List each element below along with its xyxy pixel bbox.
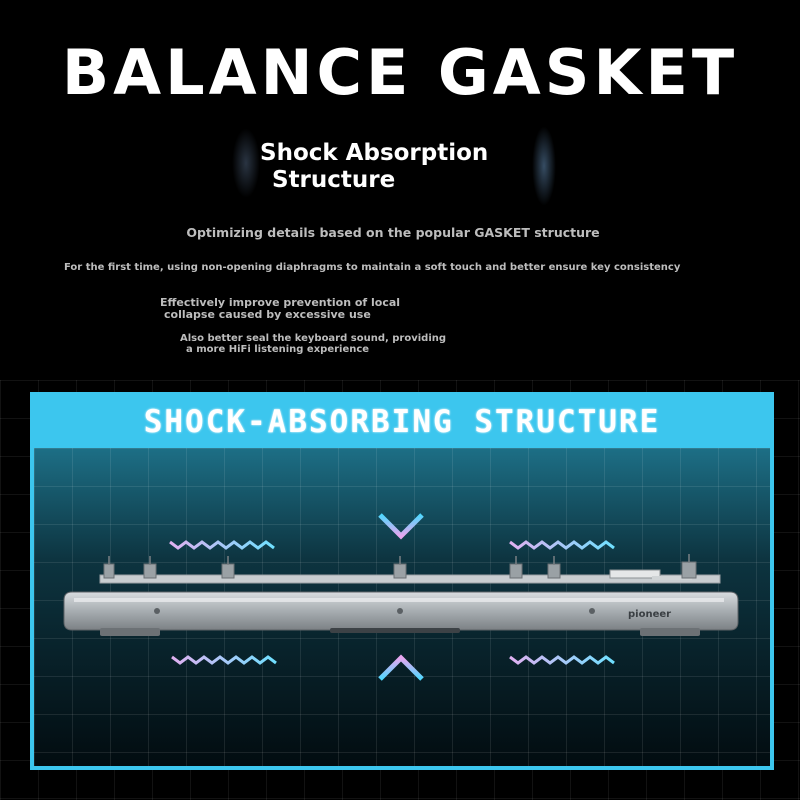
description-line-4b: a more HiFi listening experience <box>186 344 370 355</box>
subtitle-line-2: Structure <box>272 167 396 193</box>
description-line-2: For the first time, using non-opening di… <box>64 262 681 273</box>
wave-icon <box>509 540 615 550</box>
keyboard-logo: pioneer <box>628 609 671 620</box>
wave-icon <box>169 540 275 550</box>
keyboard-side-view: pioneer <box>63 554 739 636</box>
description-line-4a: Also better seal the keyboard sound, pro… <box>180 333 447 344</box>
wave-icon <box>171 655 277 665</box>
description-line-3b: collapse caused by excessive use <box>164 308 371 321</box>
subtitle: Shock Absorption Structure <box>260 140 560 194</box>
wave-icon <box>509 655 615 665</box>
description-line-1: Optimizing details based on the popular … <box>186 225 600 240</box>
light-glow-left <box>232 128 260 198</box>
description-block-3: Effectively improve prevention of local … <box>160 297 460 321</box>
panel-title: SHOCK-ABSORBING STRUCTURE <box>143 404 661 440</box>
subtitle-line-1: Shock Absorption <box>260 140 489 166</box>
page-title: BALANCE GASKET <box>61 36 739 109</box>
arrow-down-icon <box>378 464 424 540</box>
light-glow-right <box>532 126 556 206</box>
description-block-4: Also better seal the keyboard sound, pro… <box>180 333 500 355</box>
description-line-3a: Effectively improve prevention of local <box>160 296 401 309</box>
keyboard-diagram: pioneer <box>63 464 739 730</box>
arrow-up-icon <box>378 654 424 730</box>
